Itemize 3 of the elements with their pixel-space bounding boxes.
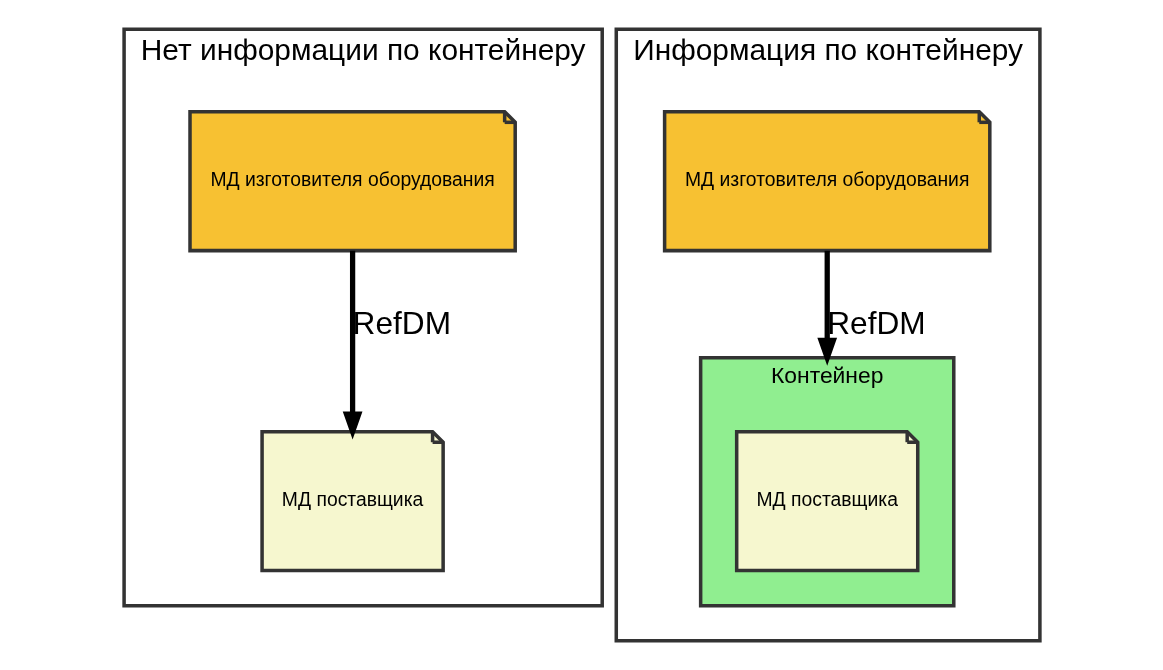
arrow — [816, 250, 837, 366]
edge-label: RefDM — [352, 304, 451, 341]
arrow — [342, 250, 362, 440]
